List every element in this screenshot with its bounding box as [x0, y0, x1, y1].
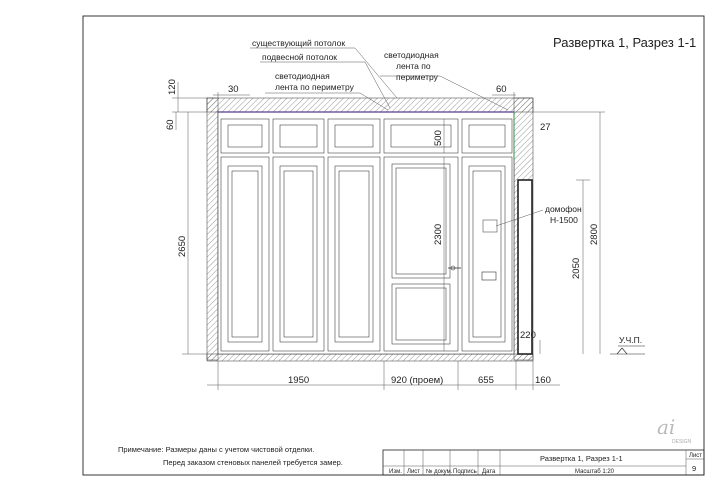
- ai-design-logo: ai DESIGN: [657, 415, 692, 445]
- title-block: [382, 449, 705, 476]
- bottom-dimension-lines: [207, 361, 560, 390]
- intercom-leader: [495, 209, 544, 227]
- intercom-unit: [482, 219, 498, 233]
- left-dimension-lines: [172, 82, 207, 355]
- tb-col-list: Лист: [407, 469, 420, 475]
- drawing-title: Развертка 1, Разрез 1-1: [553, 35, 696, 50]
- tb-col-sign: Подпись: [453, 469, 477, 475]
- note-line-1: Примечание: Размеры даны с учетом чистов…: [118, 445, 314, 454]
- suspended-ceiling-label: подвесной потолок: [262, 52, 337, 62]
- tb-sheet-label: Лист: [689, 453, 702, 459]
- dim-top-left: 30: [228, 84, 239, 95]
- opening-recess: [517, 179, 533, 355]
- svg-text:DESIGN: DESIGN: [672, 439, 692, 445]
- tb-col-izm: Изм.: [389, 469, 402, 475]
- led-strip-right-line3: периметру: [396, 72, 439, 82]
- dim-side-gap: 27: [540, 122, 551, 133]
- dim-bottom-left: 1950: [288, 375, 309, 386]
- led-strip-left-label: светодиодная лента по периметру: [275, 71, 355, 92]
- inner-dimension-lines: [443, 111, 605, 354]
- floor-level-mark: [610, 345, 645, 355]
- dim-door-height: 2300: [433, 224, 444, 245]
- dim-bottom-opening: 920 (проем): [391, 375, 443, 386]
- tb-scale: Масштаб 1:20: [575, 469, 615, 475]
- door-handle: [448, 265, 461, 271]
- dim-right-height: 2800: [589, 224, 600, 245]
- dim-bottom-end: 160: [535, 375, 551, 386]
- intercom-label-line2: Н-1500: [550, 215, 578, 225]
- led-strip-left-line1: светодиодная: [275, 71, 330, 81]
- dim-bottom-right: 655: [478, 375, 494, 386]
- tb-drawing-name: Развертка 1, Разрез 1-1: [540, 454, 623, 463]
- led-strip-right-label: светодиодная лента по периметру: [384, 50, 441, 82]
- wall-panels: [220, 118, 513, 352]
- existing-ceiling-label: существующий потолок: [252, 38, 345, 48]
- power-outlet: [481, 271, 497, 281]
- dim-left-height: 2650: [177, 236, 188, 257]
- dim-ceiling-gap: 120: [167, 79, 178, 95]
- top-leaders: [250, 47, 509, 111]
- dim-top-right: 60: [496, 84, 507, 95]
- top-dimension-lines: [213, 92, 516, 98]
- led-strip-left-line2: лента по периметру: [275, 82, 355, 92]
- svg-text:ai: ai: [657, 415, 675, 439]
- dim-cornice: 60: [165, 119, 176, 130]
- led-strip-right-line2: лента по: [396, 61, 431, 71]
- intercom-label-line1: домофон: [545, 204, 582, 214]
- floor-level-label: У.Ч.П.: [619, 335, 642, 345]
- tb-sheet-number: 9: [692, 464, 696, 473]
- led-strip-right-line1: светодиодная: [384, 50, 439, 60]
- dim-top-panel: 500: [433, 130, 444, 146]
- dim-opening-height: 2050: [571, 258, 582, 279]
- tb-col-doc: № докум.: [426, 468, 453, 475]
- note-line-2: Перед заказом стеновых панелей требуется…: [163, 458, 343, 467]
- intercom-label: домофон Н-1500: [545, 204, 584, 225]
- tb-col-date: Дата: [482, 469, 496, 475]
- dim-base: 220: [520, 330, 536, 341]
